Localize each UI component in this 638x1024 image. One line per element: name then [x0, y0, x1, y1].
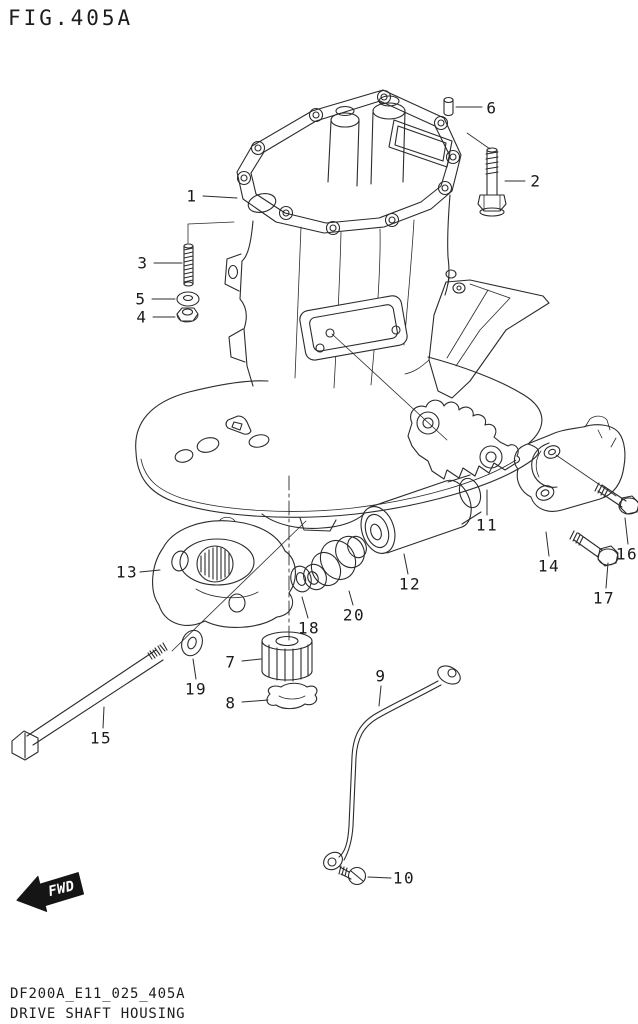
callout-14: 14 [538, 557, 560, 576]
part-20-coupling [303, 535, 367, 591]
part-4-nut [176, 307, 199, 323]
callout-11: 11 [476, 516, 498, 535]
part-18-washer [290, 565, 312, 593]
callout-leader-19 [192, 658, 197, 680]
part-13-mount-bracket [152, 516, 296, 628]
callout-6: 6 [486, 99, 497, 118]
callout-leader-12 [403, 553, 409, 575]
part-15-bolt [11, 642, 168, 761]
callout-13: 13 [116, 563, 138, 582]
callout-5: 5 [135, 290, 146, 309]
drive-shaft-housing [224, 89, 462, 435]
callout-8: 8 [225, 694, 236, 713]
part-17-bolt [569, 530, 619, 567]
bolt15-axis-line [171, 520, 307, 652]
part-7-damper [261, 631, 313, 682]
callout-7: 7 [225, 653, 236, 672]
drawing-code: DF200A_E11_025_405A [10, 986, 186, 1002]
fwd-label: FWD [47, 878, 77, 900]
callout-leader-9 [378, 685, 382, 707]
part-3-stud [183, 221, 235, 287]
part-14-clamp-bracket [513, 415, 626, 512]
housing-fin [404, 269, 550, 399]
part-6-pin [443, 96, 454, 117]
flange-hole [247, 193, 277, 213]
callout-9: 9 [375, 667, 386, 686]
part-10-screw [338, 865, 367, 886]
housing-pillars [327, 95, 406, 187]
callout-leader-14 [545, 531, 550, 557]
flange-bolt-bosses [236, 89, 461, 236]
part-5-washer [176, 291, 200, 307]
housing-window [299, 295, 408, 361]
callout-4: 4 [136, 308, 147, 327]
callout-12: 12 [399, 575, 421, 594]
spline-bore [200, 546, 230, 581]
callout-leader-1 [202, 195, 238, 199]
part-19-washer [181, 629, 203, 657]
anti-ventilation-plate [135, 356, 543, 532]
figure-title: FIG.405A [8, 6, 134, 30]
callout-20: 20 [343, 606, 365, 625]
callout-16: 16 [616, 545, 638, 564]
callout-19: 19 [185, 680, 207, 699]
flange-pocket [388, 119, 453, 168]
callout-2: 2 [530, 172, 541, 191]
callout-leader-20 [348, 590, 354, 606]
part-9-ground-cable [323, 665, 461, 871]
callout-18: 18 [298, 619, 320, 638]
callout-3: 3 [137, 254, 148, 273]
callout-15: 15 [90, 729, 112, 748]
callout-leader-15 [102, 706, 105, 729]
part-2-bolt [466, 132, 507, 217]
callout-leader-13 [139, 569, 161, 573]
callout-leader-18 [301, 596, 309, 619]
part-8-cushion [266, 682, 318, 710]
fwd-arrow-icon [16, 872, 85, 912]
callout-17: 17 [593, 589, 615, 608]
part-16-bolt [594, 482, 638, 515]
part-11-mount-plate [407, 399, 521, 480]
callout-10: 10 [393, 869, 415, 888]
fwd-direction-tag: FWD [16, 872, 85, 912]
callout-leader-10 [367, 876, 392, 879]
callout-leader-16 [624, 517, 629, 545]
callout-leader-17 [605, 562, 609, 589]
callout-leader-7 [241, 658, 262, 662]
page-footer: DF200A_E11_025_405A DRIVE SHAFT HOUSING [10, 984, 185, 1024]
insert-leader-line [331, 333, 448, 441]
bolt15-threads [147, 642, 168, 660]
drawing-caption: DRIVE SHAFT HOUSING [10, 1006, 186, 1022]
callout-1: 1 [186, 187, 197, 206]
callout-leader-8 [241, 699, 269, 703]
part-12-mount-damper [360, 474, 482, 554]
